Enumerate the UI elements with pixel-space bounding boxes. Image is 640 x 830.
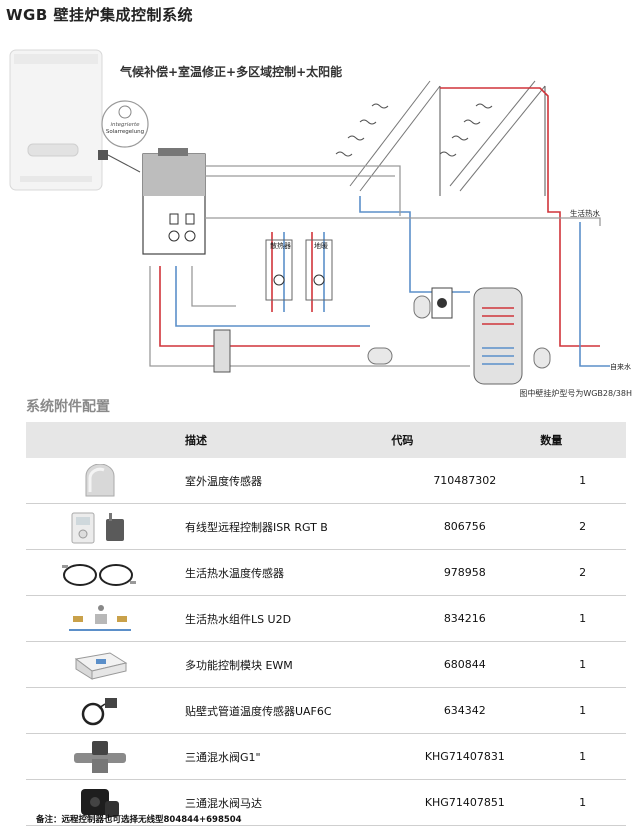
solar-collector-right xyxy=(439,80,546,196)
floor-heating-group xyxy=(305,239,333,301)
table-row: 生活热水组件LS U2D 834216 1 xyxy=(26,595,626,642)
table-row: 生活热水温度传感器 978958 2 xyxy=(26,549,626,596)
radiator-group xyxy=(265,239,293,301)
hot-pipes xyxy=(159,87,600,347)
row-code: 834216 xyxy=(390,595,540,642)
row-desc: 室外温度传感器 xyxy=(174,458,391,504)
row-code: 710487302 xyxy=(390,458,540,504)
row-code: 680844 xyxy=(390,641,540,688)
cable-sensor-icon xyxy=(62,563,137,586)
row-qty: 1 xyxy=(539,733,626,780)
row-qty: 1 xyxy=(539,458,626,504)
row-qty: 2 xyxy=(539,549,626,596)
solar-badge-icon: integrierte Solarregelung xyxy=(101,100,149,148)
control-module-icon xyxy=(75,651,128,680)
page-title: WGB 壁挂炉集成控制系统 xyxy=(6,6,194,24)
expansion-tank-dhw xyxy=(533,347,551,369)
header-qty: 数量 xyxy=(539,422,626,458)
table-row: 三通混水阀马达 KHG71407851 1 xyxy=(26,779,626,826)
row-code: 978958 xyxy=(390,549,540,596)
label-floor-heating: 地暖 xyxy=(314,241,328,250)
header-desc: 描述 xyxy=(174,422,391,458)
boiler-schematic xyxy=(142,148,206,255)
row-qty: 1 xyxy=(539,687,626,734)
row-code: KHG71407851 xyxy=(390,779,540,826)
model-note: 图中壁挂炉型号为WGB28/38H xyxy=(519,389,632,398)
row-qty: 1 xyxy=(539,641,626,688)
solar-pump-station xyxy=(431,287,453,319)
cold-pipes xyxy=(175,196,610,367)
footnote: 备注：远程控制器也可选择无线型804844+698504 xyxy=(36,815,242,825)
label-hot-water: 生活热水 xyxy=(570,208,600,218)
label-radiator: 散热器 xyxy=(270,241,291,250)
table-row: 多功能控制模块 EWM 680844 1 xyxy=(26,641,626,688)
row-desc: 生活热水组件LS U2D xyxy=(174,595,391,642)
pipe-sensor-icon xyxy=(82,697,118,725)
system-diagram: integrierte Solarregelung 气候补偿+室温修正+多区域控… xyxy=(9,49,631,385)
accessory-table: 描述 代码 数量 室外温度传感器 710487302 1 xyxy=(26,422,626,826)
row-desc: 有线型远程控制器ISR RGT B xyxy=(174,503,391,550)
section-title: 系统附件配置 xyxy=(26,399,110,415)
row-code: KHG71407831 xyxy=(390,733,540,780)
hot-water-kit-icon xyxy=(69,604,132,631)
row-desc: 三通混水阀G1" xyxy=(174,733,391,780)
hydraulic-separator xyxy=(213,329,231,373)
row-desc: 多功能控制模块 EWM xyxy=(174,641,391,688)
table-row: 贴壁式管道温度传感器UAF6C 634342 1 xyxy=(26,687,626,734)
row-desc: 生活热水温度传感器 xyxy=(174,549,391,596)
remote-controller-icon xyxy=(71,512,125,543)
expansion-tank-heating xyxy=(367,347,393,365)
diagram-heading: 气候补偿+室温修正+多区域控制+太阳能 xyxy=(119,64,342,79)
table-row: 室外温度传感器 710487302 1 xyxy=(26,458,626,504)
valve-motor-icon xyxy=(81,788,120,817)
table-row: 三通混水阀G1" KHG71407831 1 xyxy=(26,733,626,780)
outdoor-sensor-icon xyxy=(85,463,115,496)
row-desc: 三通混水阀马达 xyxy=(174,779,391,826)
row-desc: 贴壁式管道温度传感器UAF6C xyxy=(174,687,391,734)
table-header-row: 描述 代码 数量 xyxy=(26,422,626,458)
grey-pipes xyxy=(149,165,601,367)
label-tap-water: 自来水 xyxy=(610,362,631,371)
boiler-illustration xyxy=(9,49,103,191)
header-image xyxy=(26,422,175,458)
row-qty: 1 xyxy=(539,595,626,642)
header-code: 代码 xyxy=(390,422,540,458)
row-code: 634342 xyxy=(390,687,540,734)
table-row: 有线型远程控制器ISR RGT B 806756 2 xyxy=(26,503,626,550)
expansion-tank-solar xyxy=(413,295,431,319)
row-code: 806756 xyxy=(390,503,540,550)
storage-tank xyxy=(473,287,523,385)
row-qty: 1 xyxy=(539,779,626,826)
badge-text-1: integrierte xyxy=(110,122,140,128)
outdoor-sensor-symbol xyxy=(98,150,141,173)
solar-collector-left xyxy=(335,80,441,196)
mixing-valve-icon xyxy=(74,740,127,773)
row-qty: 2 xyxy=(539,503,626,550)
badge-text-2: Solarregelung xyxy=(106,129,144,135)
